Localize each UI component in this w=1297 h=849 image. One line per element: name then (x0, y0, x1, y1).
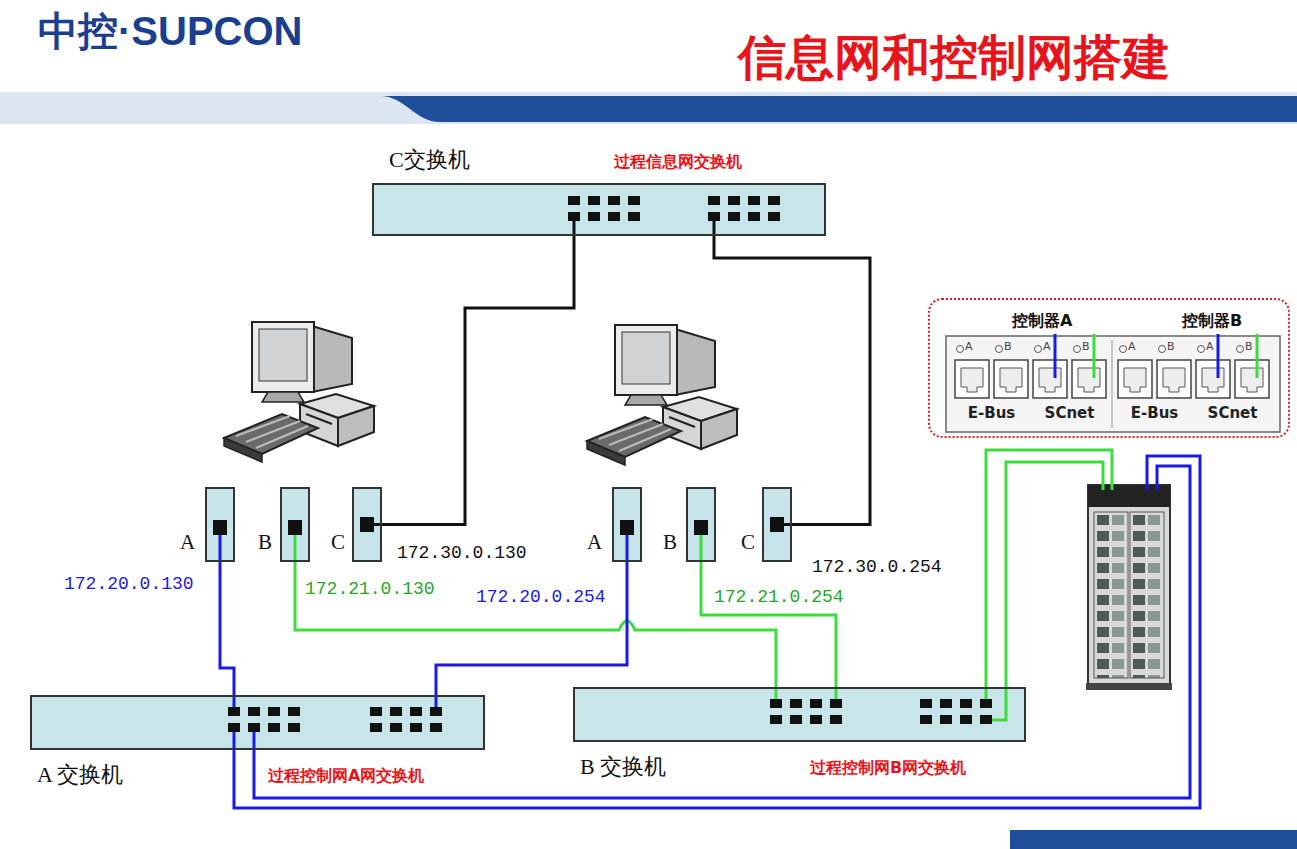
switch-box: B 交换机过程控制网B网交换机 (573, 687, 1026, 742)
faceplate-divider (1112, 340, 1113, 428)
nic-card: C172.30.0.254 (762, 487, 792, 562)
rj45-socket (955, 360, 989, 398)
network-cable (295, 562, 776, 687)
nic-card: A172.20.0.130 (205, 487, 235, 562)
port-group-label: SCnet (1208, 405, 1258, 422)
switch-ports (568, 196, 640, 222)
rj45-socket (1033, 360, 1067, 398)
header-band (0, 92, 1297, 124)
switch-ports (920, 699, 992, 725)
nic-card: C172.30.0.130 (352, 487, 382, 562)
rj45-socket (1235, 360, 1269, 398)
port-led-label: A (965, 341, 973, 354)
switch-role: 过程控制网B网交换机 (810, 759, 966, 777)
rj45-socket (1072, 360, 1106, 398)
nic-card: A172.20.0.254 (612, 487, 642, 562)
nic-port (213, 517, 784, 535)
control-cabinet (1088, 485, 1170, 685)
switch-ports (228, 707, 300, 733)
footer-bar (1010, 830, 1297, 849)
port-group-label: E-Bus (968, 405, 1016, 422)
controller-faceplate (946, 336, 1280, 432)
io-modules (1094, 512, 1128, 678)
ip-address: 172.21.0.130 (305, 579, 435, 600)
switch-name: B 交换机 (580, 754, 666, 779)
computer (224, 322, 374, 462)
status-led (957, 346, 1244, 353)
port-led-label: A (1128, 341, 1136, 354)
switch-body (573, 687, 1026, 742)
network-cable (220, 562, 234, 695)
nic-letter: A (180, 530, 195, 554)
ip-address: 172.20.0.254 (476, 587, 606, 608)
switch-box: A 交换机过程控制网A网交换机 (30, 695, 485, 750)
cable-stub (220, 221, 836, 707)
network-cable (701, 562, 836, 687)
switch-name: C交换机 (389, 147, 470, 172)
switch-name: A 交换机 (37, 762, 123, 787)
controller-name: 控制器A (1012, 312, 1072, 330)
ip-address: 172.20.0.130 (64, 574, 194, 595)
company-logo: 中控·SUPCON (38, 8, 302, 54)
computer (587, 325, 737, 465)
slide-title: 信息网和控制网搭建 (738, 30, 1170, 85)
port-led-label: A (1206, 341, 1214, 354)
rj45-socket (1196, 360, 1230, 398)
switch-role: 过程信息网交换机 (614, 153, 742, 171)
scnet-lead (1055, 334, 1257, 378)
header-bar (380, 96, 1297, 122)
switch-ports (708, 196, 780, 222)
port-group-label: SCnet (1045, 405, 1095, 422)
network-cable (714, 236, 870, 525)
rj45-socket (1157, 360, 1191, 398)
switch-ports (770, 699, 842, 725)
port-group-label: E-Bus (1131, 405, 1179, 422)
controller-name: 控制器B (1182, 312, 1242, 330)
nic-card: B172.21.0.130 (280, 487, 310, 562)
cabinet-base (1086, 683, 1172, 690)
nic-letter: C (331, 530, 345, 554)
port-led-label: B (1082, 341, 1090, 354)
nic-card: B172.21.0.254 (686, 487, 716, 562)
port-led-label: B (1167, 341, 1175, 354)
io-modules (1130, 512, 1164, 678)
switch-role: 过程控制网A网交换机 (268, 767, 424, 785)
network-cable (436, 562, 627, 695)
ip-address: 172.30.0.130 (397, 543, 527, 564)
rj45-socket (1118, 360, 1152, 398)
nic-letter: B (663, 530, 677, 554)
rj45-socket (994, 360, 1028, 398)
nic-letter: A (587, 530, 602, 554)
switch-box: C交换机过程信息网交换机 (372, 183, 826, 236)
nic-letter: B (258, 530, 272, 554)
ip-address: 172.21.0.254 (714, 587, 844, 608)
port-led-label: B (1245, 341, 1253, 354)
cabinet-cable (234, 450, 1200, 808)
nic-letter: C (741, 530, 755, 554)
port-led-label: B (1004, 341, 1012, 354)
switch-body (30, 695, 485, 750)
switch-ports (370, 707, 442, 733)
port-led-label: A (1043, 341, 1051, 354)
switch-body (372, 183, 826, 236)
network-cable (382, 236, 574, 525)
ip-address: 172.30.0.254 (812, 557, 942, 578)
